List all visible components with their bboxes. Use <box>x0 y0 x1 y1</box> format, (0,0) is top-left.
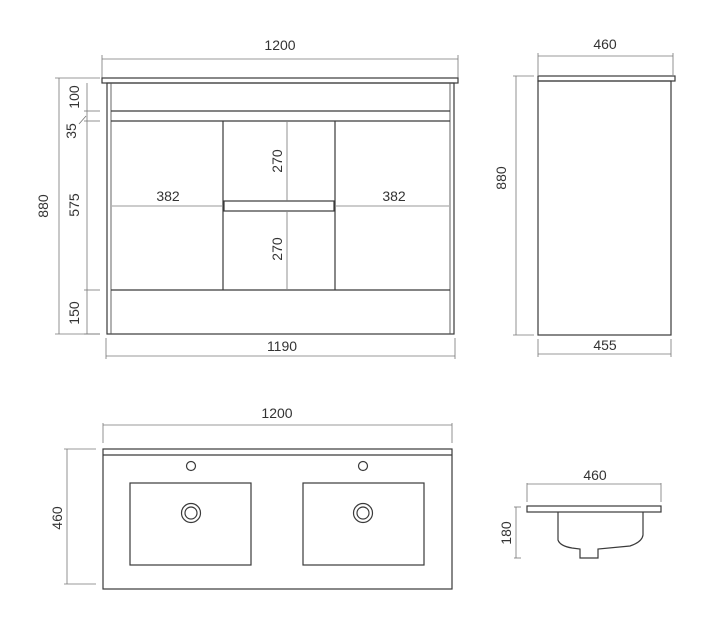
basin-top-view: 1200 460 <box>49 405 453 590</box>
side-bottom-width-label: 455 <box>593 337 617 353</box>
front-width-label: 1200 <box>264 37 295 53</box>
basin-width-label: 1200 <box>261 405 292 421</box>
right-door-width-label: 382 <box>382 188 406 204</box>
tap-hole-right <box>357 460 369 472</box>
drawer-upper-height-label: 270 <box>269 149 285 173</box>
gap-height-label: 35 <box>63 123 79 139</box>
basin-side-view: 460 180 <box>498 467 662 559</box>
left-door-width-label: 382 <box>156 188 180 204</box>
front-view: 1200 382 382 270 270 880 <box>35 37 459 359</box>
front-bottom-width-label: 1190 <box>267 338 297 354</box>
basin-side-depth-label: 180 <box>498 521 514 545</box>
door-height-label: 575 <box>66 193 82 217</box>
basin-side-width-label: 460 <box>583 467 607 483</box>
side-top-width-label: 460 <box>593 36 617 52</box>
front-height-label: 880 <box>35 194 51 218</box>
drain-right-icon <box>352 502 374 524</box>
basin-depth-label: 460 <box>49 506 65 530</box>
bowl-right <box>302 482 425 566</box>
side-view: 460 880 455 <box>493 36 676 357</box>
drawer-lower-height-label: 270 <box>269 237 285 261</box>
tap-hole-left <box>185 460 197 472</box>
kick-height-label: 150 <box>66 301 82 325</box>
bowl-left <box>129 482 252 566</box>
top-rail-height-label: 100 <box>66 85 82 109</box>
side-height-label: 880 <box>493 166 509 190</box>
drain-left-icon <box>180 502 202 524</box>
